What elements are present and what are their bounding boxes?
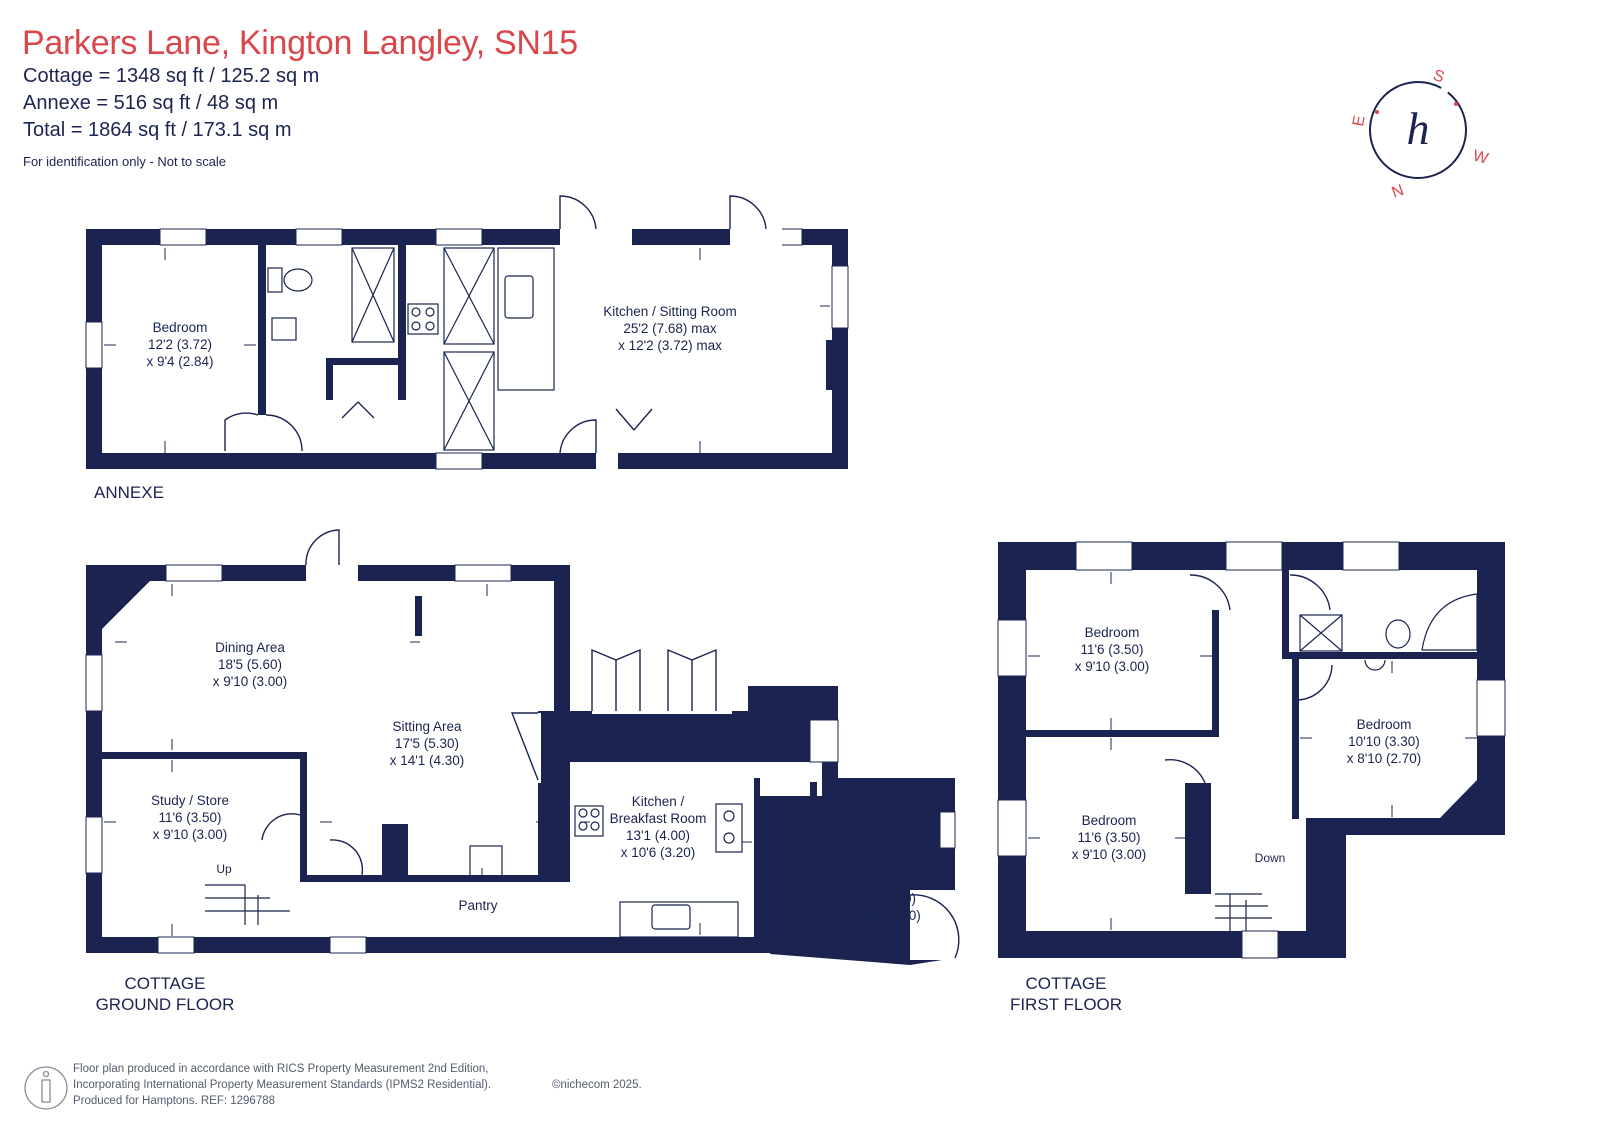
first-section-label-1: COTTAGE <box>1026 974 1107 993</box>
kitchen-dim1: 13'1 (4.00) <box>626 828 690 843</box>
stairs-down-label: Down <box>1255 851 1286 865</box>
study-dim1: 11'6 (3.50) <box>158 810 221 825</box>
compass-e: E <box>1350 114 1369 127</box>
dimension-ticks <box>104 248 1477 955</box>
stairs-up-label: Up <box>216 862 232 876</box>
fixtures <box>205 247 1478 938</box>
annexe-bedroom-dim1: 12'2 (3.72) <box>148 337 212 352</box>
compass-w: W <box>1471 147 1491 168</box>
annexe-section-label: ANNEXE <box>94 483 164 502</box>
annexe-area: Annexe = 516 sq ft / 48 sq m <box>23 92 279 114</box>
bed3-dim2: x 8'10 (2.70) <box>1347 751 1422 766</box>
sitting-dim2: x 14'1 (4.30) <box>390 753 465 768</box>
kitchen-dim2: x 10'6 (3.20) <box>621 845 696 860</box>
footer-line-3: Produced for Hamptons. REF: 1296788 <box>73 1095 276 1107</box>
footer-line-1: Floor plan produced in accordance with R… <box>73 1063 489 1075</box>
annexe-kitchen-dim1: 25'2 (7.68) max <box>623 321 717 336</box>
windows <box>85 228 1506 959</box>
ground-section-label-2: GROUND FLOOR <box>96 995 235 1014</box>
footer-copyright: ©nichecom 2025. <box>552 1079 642 1091</box>
measurement-standard-icon <box>24 1066 68 1110</box>
dining-dim2: x 9'10 (3.00) <box>213 674 288 689</box>
door-swings <box>224 195 1333 959</box>
utility-dim2: x 5'11 (1.80) <box>847 908 921 923</box>
bed3-dim1: 10'10 (3.30) <box>1348 734 1420 749</box>
utility-name: Utility <box>868 874 901 889</box>
cottage-area: Cottage = 1348 sq ft / 125.2 sq m <box>23 65 320 87</box>
study-name: Study / Store <box>151 793 229 808</box>
compass-logo-letter: h <box>1407 103 1430 154</box>
footer-line-2: Incorporating International Property Mea… <box>73 1079 492 1091</box>
study-dim2: x 9'10 (3.00) <box>153 827 228 842</box>
walls <box>86 229 1505 965</box>
dining-dim1: 18'5 (5.60) <box>218 657 282 672</box>
ground-outer-wall <box>86 565 955 965</box>
bed1-name: Bedroom <box>1085 625 1140 640</box>
first-outer-wall <box>998 542 1505 958</box>
wc-label: WC <box>843 809 863 823</box>
bed2-name: Bedroom <box>1082 813 1137 828</box>
dining-name: Dining Area <box>215 640 285 655</box>
annexe-kitchen-name: Kitchen / Sitting Room <box>603 304 737 319</box>
property-title: Parkers Lane, Kington Langley, SN15 <box>22 24 578 62</box>
kitchen-name: Kitchen / <box>632 794 685 809</box>
bed2-dim2: x 9'10 (3.00) <box>1072 847 1147 862</box>
utility-dim1: 10'2 (3.10) <box>852 891 916 906</box>
compass-n: N <box>1390 182 1407 202</box>
pantry-label: Pantry <box>458 898 497 913</box>
kitchen-name-2: Breakfast Room <box>610 811 707 826</box>
compass-logo: h S W N E <box>1350 67 1491 202</box>
bed3-name: Bedroom <box>1357 717 1412 732</box>
scale-note: For identification only - Not to scale <box>23 154 227 169</box>
bed1-dim2: x 9'10 (3.00) <box>1075 659 1150 674</box>
bed2-dim1: 11'6 (3.50) <box>1077 830 1140 845</box>
compass-ring-icon <box>1369 81 1467 179</box>
sitting-dim1: 17'5 (5.30) <box>395 736 459 751</box>
annexe-bedroom-name: Bedroom <box>153 320 208 335</box>
sitting-name: Sitting Area <box>392 719 462 734</box>
annexe-bedroom-dim2: x 9'4 (2.84) <box>146 354 213 369</box>
annexe-kitchen-dim2: x 12'2 (3.72) max <box>618 338 722 353</box>
ground-section-label-1: COTTAGE <box>125 974 206 993</box>
bed1-dim1: 11'6 (3.50) <box>1080 642 1143 657</box>
first-section-label-2: FIRST FLOOR <box>1010 995 1122 1014</box>
total-area: Total = 1864 sq ft / 173.1 sq m <box>23 119 292 141</box>
